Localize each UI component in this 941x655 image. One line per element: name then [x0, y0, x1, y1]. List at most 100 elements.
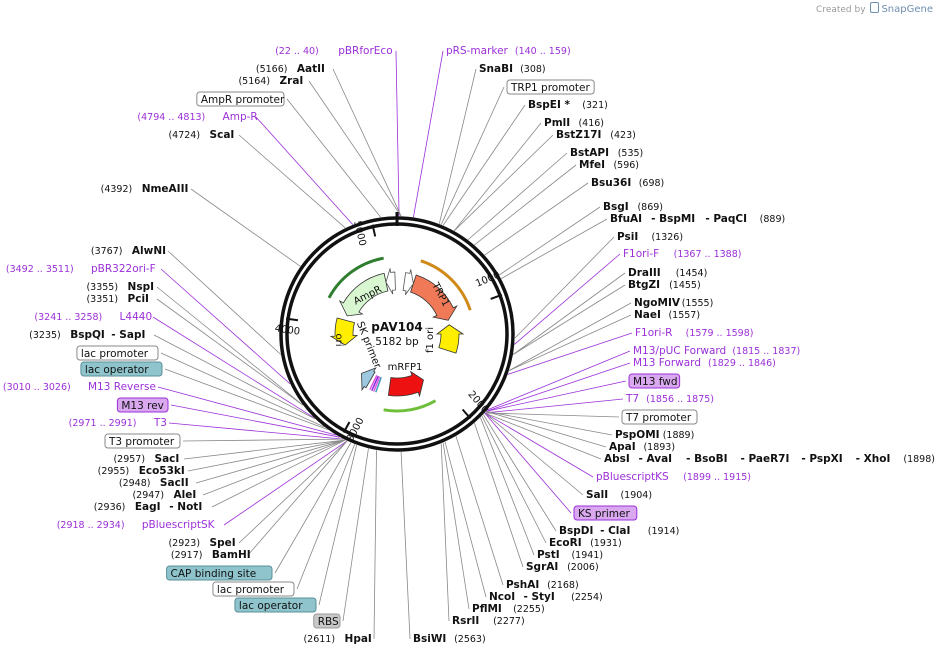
- left-label-m13-reverse-15[interactable]: M13 Reverse(3010 .. 3026): [3, 381, 156, 393]
- feature-ori[interactable]: [329, 317, 359, 346]
- right-label-psii-11[interactable]: PsiI(1326): [617, 231, 683, 243]
- right-label-ngomiv-15[interactable]: NgoMIV(1555): [634, 297, 713, 309]
- site-position: (1899 .. 1915): [683, 472, 751, 483]
- right-label-bspdi-29[interactable]: BspDI- ClaI(1914): [559, 525, 679, 537]
- left-label-lac-operator-14[interactable]: lac operator: [80, 361, 163, 377]
- right-label-t7-21[interactable]: T7(1856 .. 1875): [625, 393, 714, 405]
- site-name: BtgZI: [628, 279, 660, 291]
- left-label-lac-promoter-13[interactable]: lac promoter: [76, 345, 159, 361]
- left-label-alei-22[interactable]: AleI(2947): [132, 489, 196, 501]
- site-position: (2947): [132, 490, 164, 501]
- site-position: (3351): [86, 294, 118, 305]
- right-label-bsgi-9[interactable]: BsgI(869): [603, 201, 663, 213]
- site-name: PciI: [128, 293, 149, 305]
- right-label-pspomi-23[interactable]: PspOMI(1889): [615, 429, 694, 441]
- right-label-ks-primer-28[interactable]: KS primer: [573, 505, 638, 521]
- left-label-t3-promoter-18[interactable]: T3 promoter: [104, 433, 181, 449]
- left-label-spei-25[interactable]: SpeI(2923): [168, 537, 235, 549]
- left-label-cap-binding-site-27[interactable]: CAP binding site: [166, 565, 273, 581]
- left-label-lac-operator-29[interactable]: lac operator: [234, 597, 317, 613]
- leader-line: [160, 352, 325, 428]
- left-label-scai-5[interactable]: ScaI(4724): [168, 129, 234, 141]
- site-position: (140 .. 159): [515, 46, 571, 57]
- label-box: [212, 581, 295, 597]
- right-label-naei-16[interactable]: NaeI(1557): [634, 309, 700, 321]
- right-label-bstapi-6[interactable]: BstAPI(535): [570, 147, 643, 159]
- left-label-rbs-30[interactable]: RBS: [313, 613, 341, 629]
- right-label-m13-fwd-20[interactable]: M13 fwd: [628, 373, 681, 389]
- left-label-sacii-21[interactable]: SacII(2948): [119, 477, 189, 489]
- tick-4000: [285, 317, 299, 322]
- site-name: - BspMI: [651, 213, 695, 225]
- site-name: Bsu36I: [591, 177, 631, 189]
- left-label-pbluescriptsk-24[interactable]: pBluescriptSK(2918 .. 2934): [57, 519, 216, 531]
- left-label-m13-rev-16[interactable]: M13 rev: [116, 397, 169, 413]
- right-label-f1ori-f-12[interactable]: F1ori-F(1367 .. 1388): [623, 248, 741, 260]
- right-label-pmli-4[interactable]: PmlI(416): [544, 117, 604, 129]
- left-label-hpai-31[interactable]: HpaI(2611): [303, 633, 371, 645]
- right-label-snabi-1[interactable]: SnaBI(308): [479, 63, 546, 75]
- right-label-absi-25[interactable]: AbsI- AvaI- BsoBI- PaeR7I- PspXI- XhoI(1…: [604, 453, 935, 465]
- right-label-m13-forward-19[interactable]: M13 Forward(1829 .. 1846): [633, 357, 776, 369]
- right-label-t7-promoter-22[interactable]: T7 promoter: [621, 409, 698, 425]
- right-label-btgzi-14[interactable]: BtgZI(1455): [628, 279, 701, 291]
- mrfp1-orf-arc: [383, 399, 437, 413]
- left-label-zrai-2[interactable]: ZraI(5164): [238, 75, 303, 87]
- right-label-sgrai-32[interactable]: SgrAI(2006): [526, 561, 599, 573]
- feature-trp1[interactable]: [410, 274, 458, 321]
- right-label-sali-27[interactable]: SalI(1904): [586, 489, 652, 501]
- left-label-nmeaiii-6[interactable]: NmeAIII(4392): [101, 183, 189, 195]
- left-label-alwni-7[interactable]: AlwNI(3767): [91, 245, 166, 257]
- credit-brand: SnapGene: [881, 4, 933, 15]
- label-text: CAP binding site: [171, 568, 257, 580]
- left-label-t3-17[interactable]: T3(2971 .. 2991): [69, 417, 167, 429]
- right-label-prs-marker-0[interactable]: pRS-marker(140 .. 159): [446, 45, 571, 57]
- right-label-apai-24[interactable]: ApaI(1893): [609, 441, 675, 453]
- left-label-pbr322ori-f-8[interactable]: pBR322ori-F(3492 .. 3511): [6, 263, 156, 275]
- left-label-bamhi-26[interactable]: BamHI(2917): [171, 549, 251, 561]
- right-label-f1ori-r-17[interactable]: F1ori-R(1579 .. 1598): [635, 327, 753, 339]
- site-name: BsgI: [603, 201, 629, 213]
- right-label-rsrii-36[interactable]: RsrII(2277): [452, 615, 525, 627]
- right-label-bspei-3[interactable]: BspEI *(321): [528, 99, 608, 111]
- left-label-eco53ki-20[interactable]: Eco53kI(2955): [98, 465, 185, 477]
- site-position: (1454): [676, 268, 708, 279]
- label-text: AmpR promoter: [201, 94, 285, 106]
- right-label-ecori-30[interactable]: EcoRI(1931): [549, 537, 622, 549]
- right-label-bstz17i-5[interactable]: BstZ17I(423): [556, 129, 636, 141]
- site-position: (2254): [571, 592, 603, 603]
- left-label-l4440-11[interactable]: L4440(3241 .. 3258): [34, 311, 152, 323]
- right-label-pflmi-35[interactable]: PflMI(2255): [472, 603, 545, 615]
- right-label-ncoi-34[interactable]: NcoI- StyI(2254): [489, 591, 603, 603]
- feature-mrfp1[interactable]: [387, 370, 424, 398]
- left-label-saci-19[interactable]: SacI(2957): [113, 453, 179, 465]
- right-label-bfuai-10[interactable]: BfuAI- BspMI- PaqCI(889): [610, 213, 785, 225]
- left-label-nspi-9[interactable]: NspI(3355): [86, 281, 154, 293]
- left-label-lac-promoter-28[interactable]: lac promoter: [212, 581, 295, 597]
- label-box: [166, 565, 273, 581]
- right-label-m13-puc-forward-18[interactable]: M13/pUC Forward(1815 .. 1837): [633, 345, 800, 357]
- feature-sk-primer[interactable]: [361, 367, 377, 392]
- left-label-aatii-1[interactable]: AatII(5166): [256, 63, 325, 75]
- leader-line: [156, 286, 304, 406]
- right-label-draiii-13[interactable]: DraIII(1454): [628, 267, 707, 279]
- right-label-bsu36i-8[interactable]: Bsu36I(698): [591, 177, 664, 189]
- right-label-mfei-7[interactable]: MfeI(596): [579, 159, 639, 171]
- leader-line: [484, 412, 584, 496]
- right-label-pshai-33[interactable]: PshAI(2168): [506, 579, 579, 591]
- feature-ampr[interactable]: [338, 272, 389, 317]
- left-label-pcii-10[interactable]: PciI (3351): [86, 293, 148, 305]
- right-label-bsiwi-37[interactable]: BsiWI(2563): [413, 633, 486, 645]
- left-label-amp-r-4[interactable]: Amp-R(4794 .. 4813): [137, 111, 257, 123]
- right-label-psti-31[interactable]: PstI(1941): [537, 549, 603, 561]
- feature-f1-ori[interactable]: [435, 324, 465, 354]
- mcs-mark: [371, 375, 379, 391]
- label-box: [80, 361, 163, 377]
- right-label-pbluescriptks-26[interactable]: pBluescriptKS(1899 .. 1915): [596, 471, 751, 483]
- site-name: SpeI: [210, 537, 236, 549]
- left-label-pbrforeco-0[interactable]: pBRforEco(22 .. 40): [275, 45, 393, 57]
- left-label-ampr-promoter-3[interactable]: AmpR promoter: [196, 91, 285, 107]
- right-label-trp1-promoter-2[interactable]: TRP1 promoter: [506, 79, 595, 95]
